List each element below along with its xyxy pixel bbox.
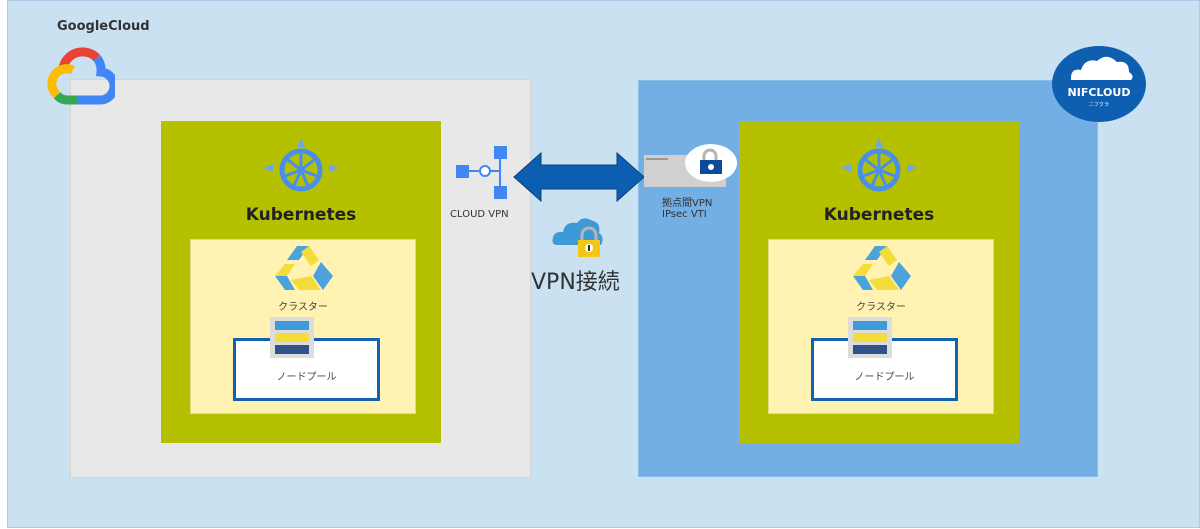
nifcloud-logo-subtext: ニフクラ xyxy=(1089,102,1109,108)
kubernetes-label: Kubernetes xyxy=(245,205,357,225)
cluster-label: クラスター xyxy=(856,302,906,313)
cluster-box: クラスター ノードプール xyxy=(190,239,416,414)
nifcloud-logo-text: NIFCLOUD xyxy=(1068,86,1131,99)
cluster-icon xyxy=(853,246,911,290)
cloud-lock-icon xyxy=(552,218,603,257)
nodepool-icon xyxy=(848,317,892,358)
ipsec-vpn-label-line2: IPsec VTI xyxy=(662,209,707,220)
cluster-icon xyxy=(275,246,333,290)
ipsec-vpn-label: 拠点間VPN IPsec VTI xyxy=(662,198,712,220)
cloud-vpn-icon xyxy=(456,146,507,199)
cloud-vpn-label: CLOUD VPN xyxy=(450,209,509,220)
kubernetes-icon xyxy=(263,138,339,192)
nifcloud-logo: NIFCLOUD ニフクラ xyxy=(1052,46,1146,122)
google-cloud-title: GoogleCloud xyxy=(57,19,150,34)
kubernetes-block-nifcloud: Kubernetes クラスター ノードプール xyxy=(739,121,1019,443)
bidirectional-arrow-icon xyxy=(513,151,645,203)
kubernetes-block-google: Kubernetes クラスター ノードプール xyxy=(161,121,441,443)
cluster-label: クラスター xyxy=(278,302,328,313)
vpn-connection-label: VPN接続 xyxy=(531,270,620,295)
kubernetes-label: Kubernetes xyxy=(823,205,935,225)
ipsec-vpn-label-line1: 拠点間VPN xyxy=(662,198,713,209)
nodepool-label: ノードプール xyxy=(276,372,337,383)
nodepool-icon xyxy=(270,317,314,358)
kubernetes-icon xyxy=(841,138,917,192)
cluster-box: クラスター ノードプール xyxy=(768,239,994,414)
nodepool-label: ノードプール xyxy=(854,372,915,383)
google-cloud-logo-icon xyxy=(47,47,115,105)
vpn-gateway-icon xyxy=(644,144,737,187)
